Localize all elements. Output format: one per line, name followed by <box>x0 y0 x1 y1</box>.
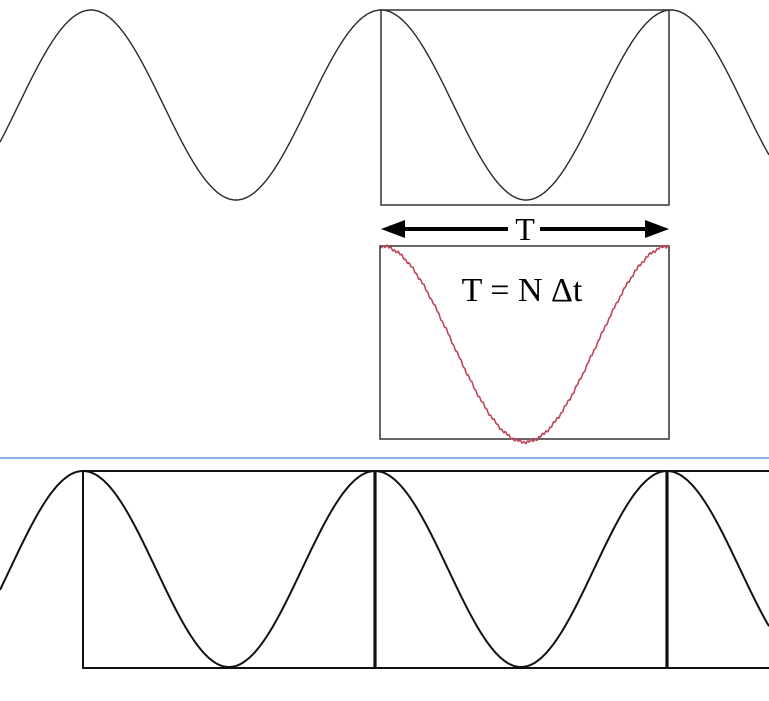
bottom-panel <box>0 470 769 669</box>
period-window-frame <box>380 9 670 206</box>
period-arrow-right-head <box>645 220 669 238</box>
sampled-period-frame <box>379 245 670 440</box>
top-sine-wave <box>0 9 769 201</box>
bottom-sine-wave <box>0 470 769 668</box>
period-label: T <box>515 211 535 247</box>
sampled-period-curve <box>380 243 670 445</box>
sampled-period-panel: T = N Δt <box>379 243 670 445</box>
repeated-period-frame-2 <box>374 470 668 669</box>
repeated-period-frame-3 <box>666 470 769 669</box>
repeated-period-frame-1 <box>82 470 376 669</box>
top-panel: T T = N Δt <box>0 9 769 445</box>
period-formula: T = N Δt <box>462 272 583 309</box>
period-arrow-left-head <box>381 220 405 238</box>
period-arrow: T <box>381 211 669 247</box>
